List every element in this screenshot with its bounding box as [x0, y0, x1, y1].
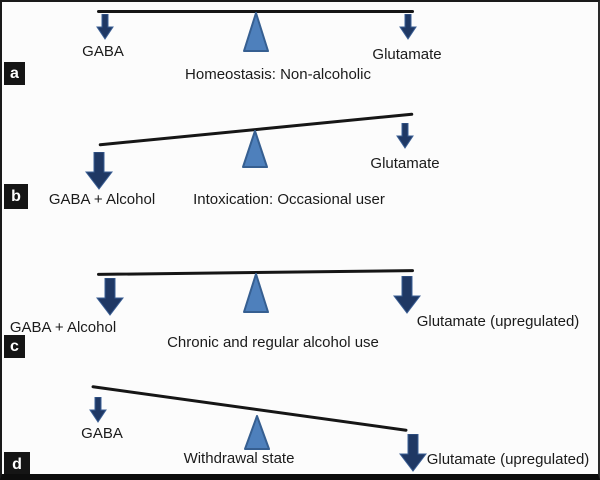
small-down-arrow-icon — [89, 397, 107, 423]
right-neurotransmitter-label: Glutamate — [370, 155, 440, 172]
fulcrum-triangle-icon — [244, 415, 270, 450]
right-neurotransmitter-label: Glutamate — [372, 46, 442, 63]
left-neurotransmitter-label: GABA — [82, 43, 124, 60]
large-down-arrow-icon — [85, 152, 113, 190]
panel-caption: Withdrawal state — [183, 450, 295, 467]
left-neurotransmitter-label: GABA + Alcohol — [9, 319, 117, 336]
large-down-arrow-icon — [399, 434, 427, 472]
left-neurotransmitter-label: GABA — [81, 425, 123, 442]
panel-letter-c: c — [4, 335, 25, 358]
small-down-arrow-icon — [96, 14, 114, 40]
large-down-arrow-icon — [96, 278, 124, 316]
panel-letter-a: a — [4, 62, 25, 85]
panel-letter-d: d — [4, 452, 30, 474]
small-down-arrow-icon — [399, 14, 417, 40]
right-neurotransmitter-label: Glutamate (upregulated) — [416, 313, 580, 330]
panel-letter-b: b — [4, 184, 28, 209]
small-down-arrow-icon — [396, 123, 414, 149]
beam-panel-a — [97, 10, 414, 13]
panel-caption: Chronic and regular alcohol use — [167, 334, 379, 351]
panel-caption: Intoxication: Occasional user — [193, 191, 385, 208]
right-neurotransmitter-label: Glutamate (upregulated) — [426, 451, 590, 468]
fulcrum-triangle-icon — [243, 12, 269, 52]
large-down-arrow-icon — [393, 276, 421, 314]
left-neurotransmitter-label: GABA + Alcohol — [48, 191, 156, 208]
panel-caption: Homeostasis: Non-alcoholic — [185, 66, 371, 83]
fulcrum-triangle-icon — [242, 130, 268, 168]
fulcrum-triangle-icon — [243, 273, 269, 313]
